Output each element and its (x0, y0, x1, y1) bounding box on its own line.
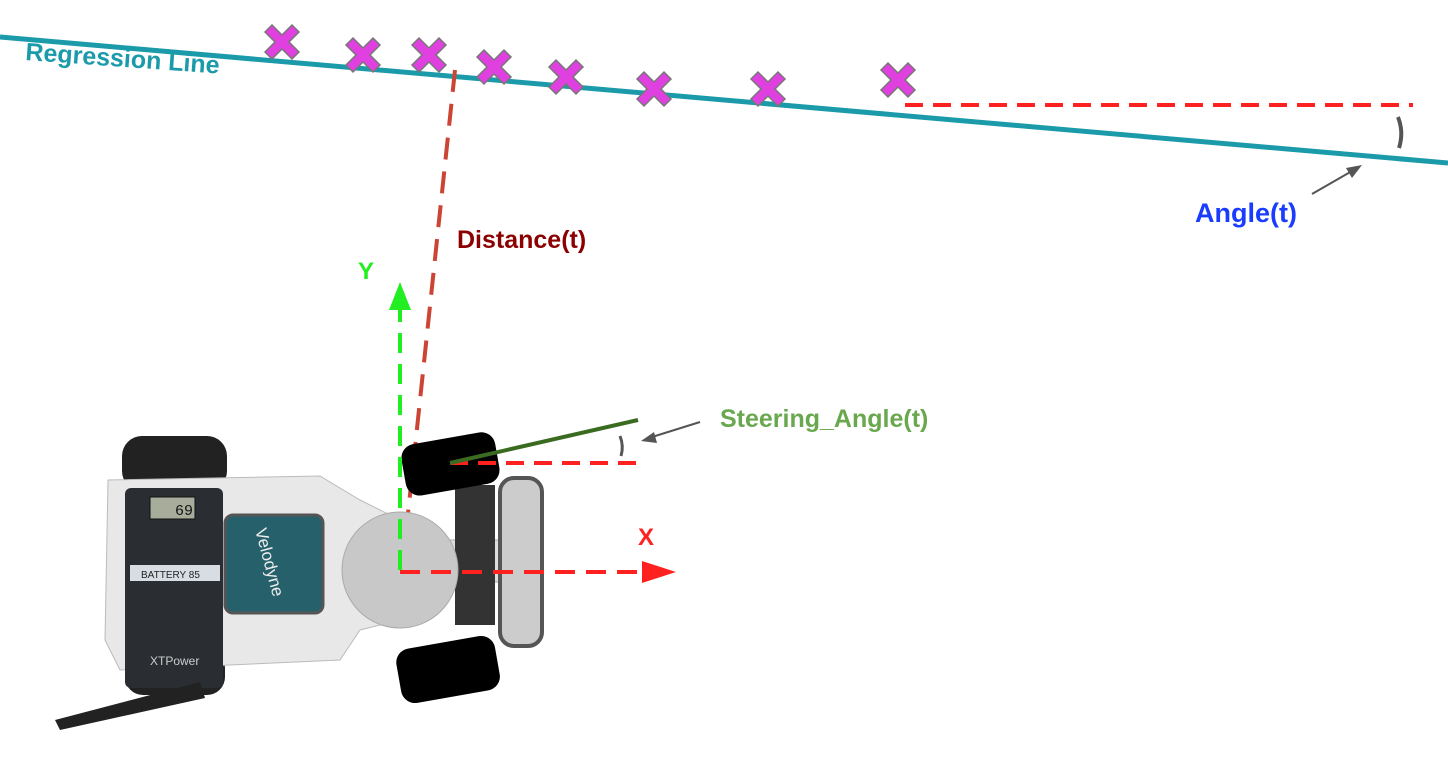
battery-display-value: 69 (175, 503, 193, 520)
battery-display (149, 496, 196, 520)
angle-pointer-arrow (1311, 170, 1353, 195)
regression-line-label: Regression Line (25, 38, 221, 80)
front-wheel-assembly (455, 485, 495, 625)
steering-pointer-arrowhead (641, 432, 657, 443)
distance-label: Distance(t) (457, 226, 586, 254)
robot: 69 BATTERY 85 XTPower Velodyne (55, 436, 544, 730)
angle-arc (1396, 116, 1404, 149)
antenna (55, 682, 205, 730)
rear-wheel (122, 436, 227, 491)
lidar-box (223, 513, 325, 615)
y-axis-label: Y (358, 258, 374, 285)
x-axis-label: X (638, 524, 654, 551)
scan-point-marker (749, 70, 787, 108)
battery-label: BATTERY 85 (141, 570, 200, 581)
angle-label: Angle(t) (1195, 198, 1297, 228)
steering-angle-arc (618, 435, 624, 457)
scan-point-marker (263, 23, 301, 61)
scan-point-marker (344, 36, 382, 74)
scan-point-marker (410, 36, 448, 74)
scan-point-marker (547, 58, 585, 96)
scan-point-marker (635, 70, 673, 108)
front-wheel (498, 476, 544, 648)
steering-direction-line (449, 418, 639, 465)
battery-label-tag (130, 565, 220, 581)
distance-line (400, 69, 457, 571)
steering-wheel-bottom (396, 635, 500, 704)
battery (125, 488, 223, 688)
scan-point-marker (475, 48, 513, 86)
y-axis-arrowhead (389, 282, 411, 310)
angle-pointer-arrowhead (1346, 165, 1362, 178)
scan-point-marker (879, 61, 917, 99)
steering-angle-label: Steering_Angle(t) (720, 405, 928, 433)
battery-brand: XTPower (150, 654, 199, 668)
steering-pointer-arrow (651, 421, 701, 438)
scan-points (263, 23, 917, 108)
x-axis-arrowhead (642, 561, 676, 583)
regression-line (0, 34, 1448, 166)
